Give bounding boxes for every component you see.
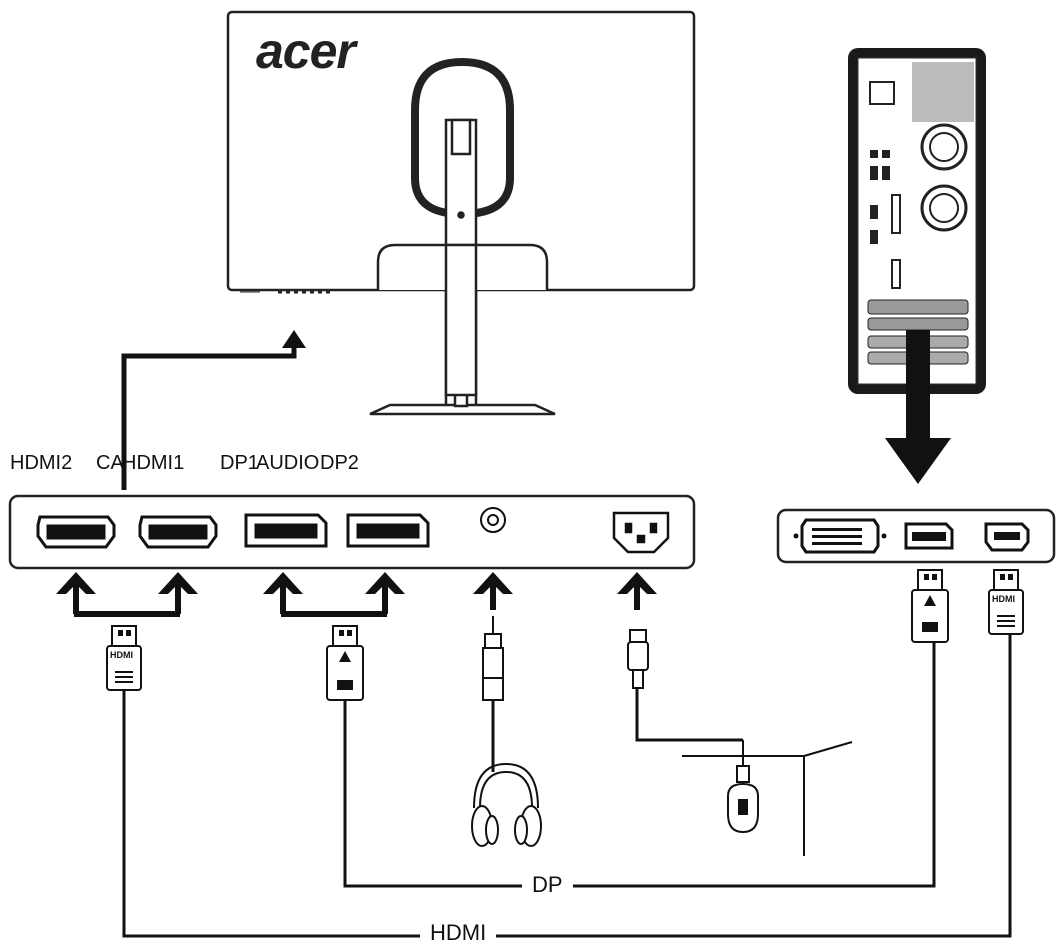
headphones-icon (471, 762, 542, 847)
port-label-dp2: DP2 (320, 452, 359, 474)
port-label-dp1: DP1 (220, 452, 259, 474)
port-label-audio: AUDIO (256, 452, 320, 474)
dp2-port-icon (346, 513, 430, 548)
hdmi-plug-right-icon (988, 569, 1024, 635)
wall-outlet (682, 741, 853, 856)
power-cable (635, 688, 743, 742)
monitor-stand-overlay (444, 243, 478, 397)
audio-plug-icon (482, 616, 504, 701)
cable-label-dp: DP (522, 872, 573, 898)
plug-label-hdmi-left: HDMI (110, 650, 133, 660)
port-label-hdmi1: HDMI1 (122, 452, 185, 474)
hdmi1-port-icon (138, 515, 218, 549)
pc-hdmi-port-icon (984, 522, 1030, 552)
port-arrows (73, 582, 640, 617)
dp-plug-left-icon (326, 625, 364, 701)
monitor-port-panel (8, 494, 696, 570)
port-label-hdmi2: HDMI2 (10, 452, 73, 474)
cable-label-hdmi: HDMI (420, 920, 497, 946)
pc-tower (848, 48, 986, 394)
down-arrow-icon (885, 330, 951, 484)
dvi-port-icon (793, 518, 887, 554)
dp-cable (343, 642, 936, 888)
audio-port-icon (480, 507, 506, 533)
pc-output-panel (776, 508, 1056, 564)
dp-plug-right-icon (911, 569, 949, 643)
monitor-brand-logo: acer (256, 23, 356, 79)
port-label-ca: CA (96, 452, 124, 474)
cables (122, 634, 1012, 938)
hdmi-cable (122, 634, 1012, 938)
wall-plug-icon (727, 740, 759, 834)
dp1-port-icon (244, 513, 328, 548)
port-arrow-heads (56, 572, 657, 594)
power-plug-icon (627, 629, 649, 689)
ca-route-arrow (121, 330, 306, 490)
pc-dp-port-icon (904, 522, 954, 550)
plug-label-hdmi-right: HDMI (992, 594, 1015, 604)
power-port-icon (612, 511, 670, 554)
hdmi2-port-icon (36, 515, 116, 549)
